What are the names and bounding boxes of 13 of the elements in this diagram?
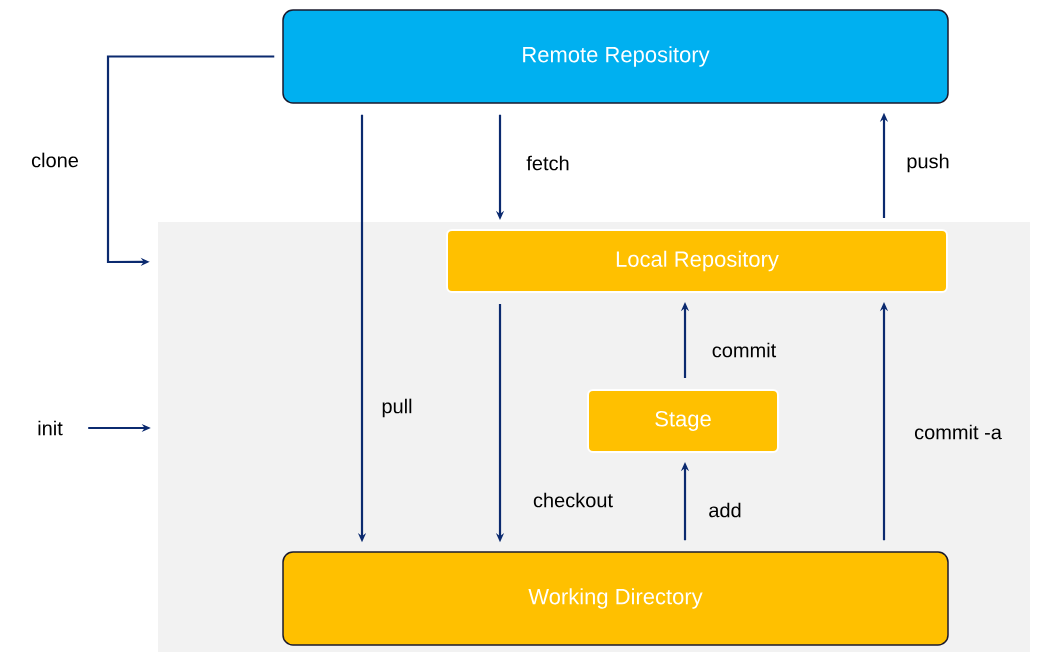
stage-box: Stage (587, 389, 779, 453)
edge-label: add (709, 502, 741, 518)
edge-label: commit -a (914, 424, 1002, 440)
text-label: init (38, 420, 63, 436)
edge-label: checkout (533, 492, 613, 508)
edge-label: push (907, 153, 949, 173)
edge-label: commit (712, 342, 777, 358)
edge-label: fetch (526, 155, 569, 171)
directory-box: Working Directory (282, 551, 949, 646)
repository-box: Remote Repository (282, 9, 949, 104)
repository-box: Local Repository (446, 229, 948, 293)
edge-label: clone (31, 152, 78, 168)
edge-label: pull (382, 398, 412, 418)
